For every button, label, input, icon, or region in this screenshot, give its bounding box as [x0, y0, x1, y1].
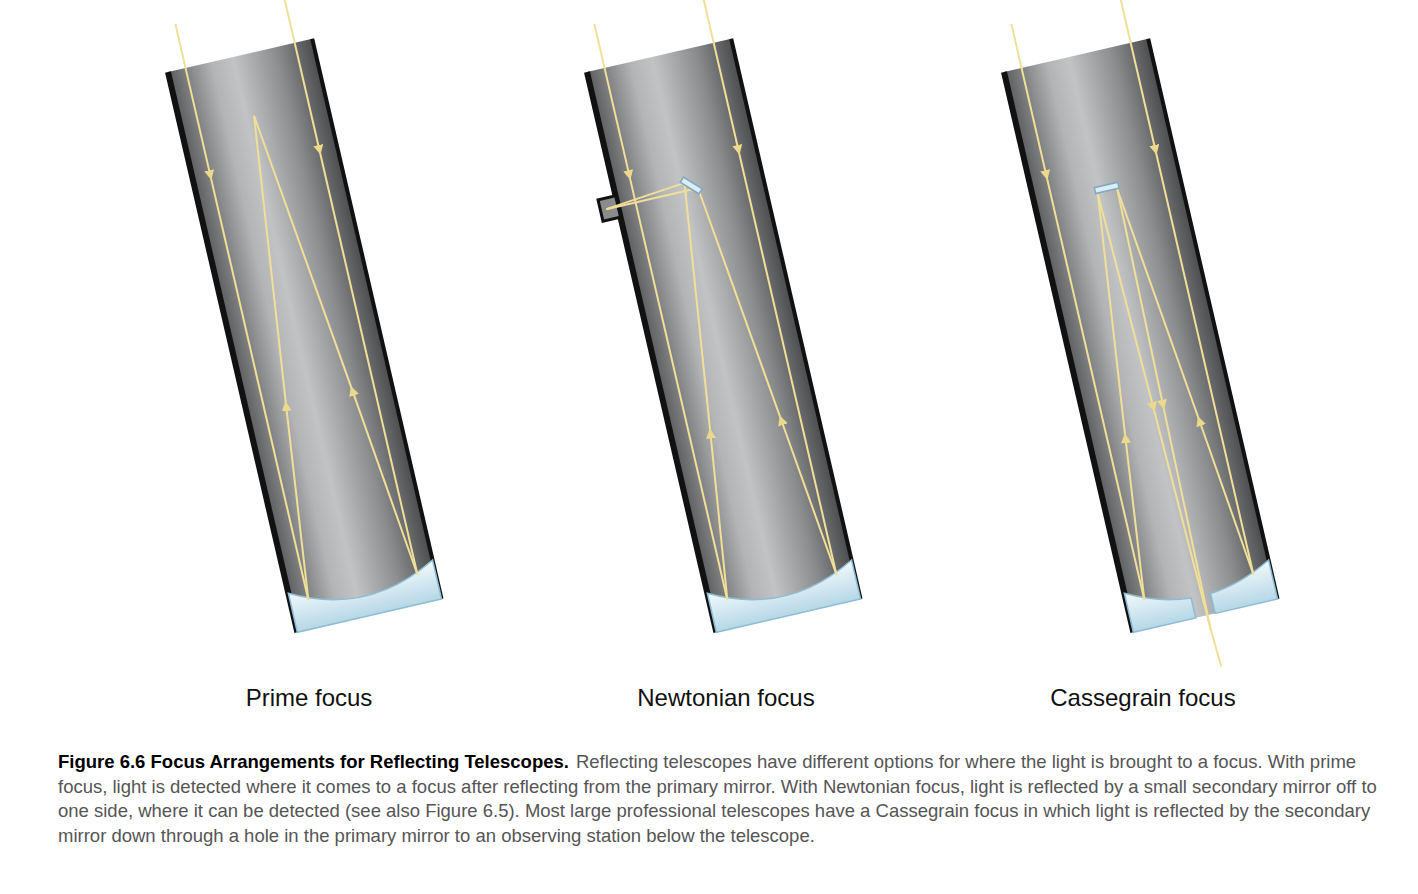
figure-label-box: Newtonian focus: [631, 684, 820, 712]
primary-mirror: [707, 560, 860, 632]
light-rays: [565, 0, 836, 607]
light-ray: [175, 24, 308, 600]
light-ray: [634, 183, 778, 600]
light-ray: [698, 177, 837, 585]
telescope-tube: [587, 39, 861, 633]
light-ray: [1121, 0, 1254, 575]
light-rays: [175, 0, 417, 600]
light-ray: [254, 103, 417, 587]
newtonian-focus-telescope: [559, 0, 860, 636]
prime-focus-telescope: [158, 0, 442, 632]
light-ray: [1117, 179, 1253, 585]
light-ray: [605, 183, 687, 209]
light-ray: [594, 24, 727, 600]
secondary-mirror: [680, 177, 702, 194]
tube-wall: [1148, 39, 1277, 599]
light-ray: [1053, 194, 1189, 600]
figure-label-box: Prime focus: [240, 684, 379, 712]
tube-wall: [587, 72, 716, 632]
tube-wall: [731, 39, 860, 599]
figure-label: Newtonian focus: [637, 684, 814, 711]
light-ray: [606, 188, 698, 209]
cassegrain-focus-telescope: [994, 0, 1290, 684]
light-rays: [1011, 0, 1272, 680]
primary-mirror: [1124, 579, 1195, 632]
tube-wall: [312, 39, 441, 599]
figure-label-box: Cassegrain focus: [1044, 684, 1241, 712]
light-ray: [1110, 190, 1219, 630]
figure-label: Prime focus: [246, 684, 373, 711]
telescope-tube: [168, 39, 442, 633]
light-ray: [199, 116, 362, 600]
secondary-mirror: [1094, 182, 1119, 193]
tube-wall: [168, 72, 297, 632]
telescope-tube: [1004, 39, 1278, 633]
light-ray: [1011, 24, 1144, 600]
tube-wall: [1004, 72, 1133, 632]
caption-title: Figure 6.6 Focus Arrangements for Reflec…: [58, 751, 569, 772]
primary-mirror: [288, 560, 441, 632]
primary-mirror: [1206, 560, 1277, 613]
light-ray: [1098, 191, 1211, 632]
light-ray: [1211, 629, 1221, 666]
light-ray: [704, 0, 837, 575]
light-ray: [285, 0, 418, 575]
figure-caption: Figure 6.6 Focus Arrangements for Reflec…: [58, 750, 1378, 848]
figure-label: Cassegrain focus: [1050, 684, 1235, 711]
